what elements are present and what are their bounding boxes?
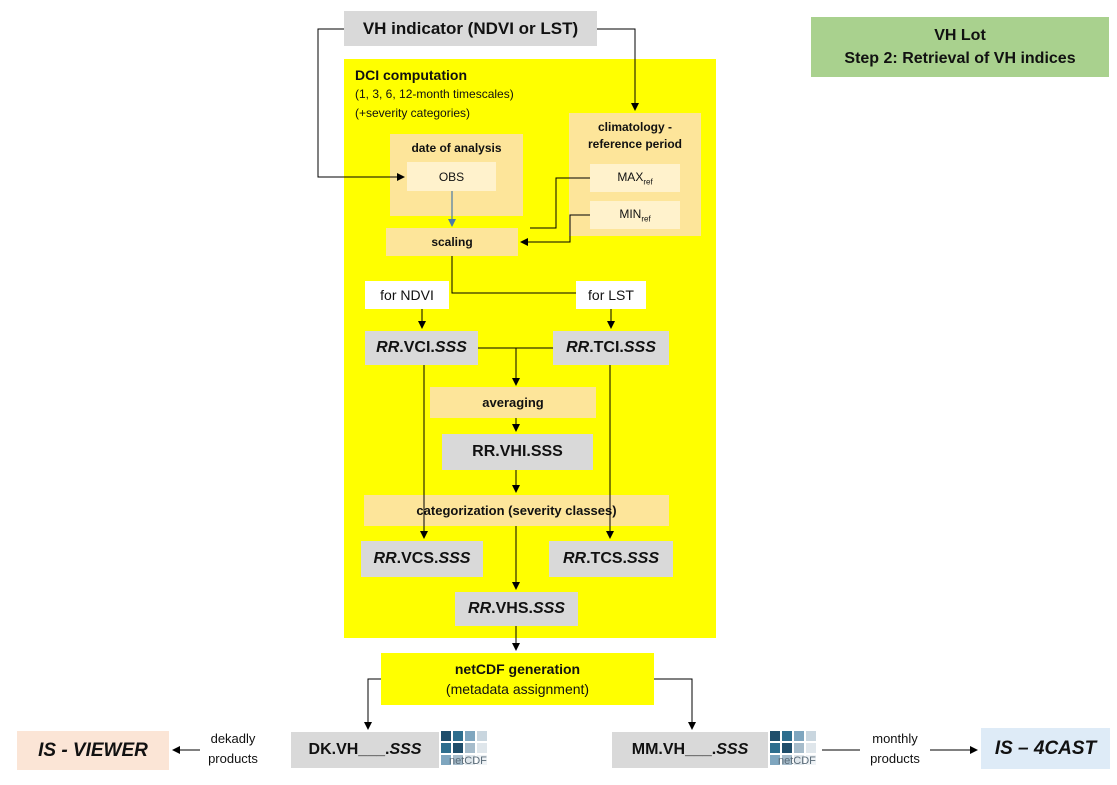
tci-box: RR.TCI.SSS	[553, 331, 669, 365]
dci-severity: (+severity categories)	[355, 106, 471, 120]
obs-label: OBS	[438, 169, 465, 184]
input-indicator-label: VH indicator (NDVI or LST)	[362, 18, 579, 38]
obs-box: OBS	[407, 162, 496, 191]
vhs-box: RR.VHS.SSS	[455, 592, 578, 626]
mm-netcdf-logo-grid	[770, 731, 822, 765]
dk-product-label: DK.VH___.SSS	[308, 741, 422, 758]
averaging-box: averaging	[430, 387, 596, 418]
climatology-title-line1: climatology -	[597, 120, 672, 134]
header-step: Step 2: Retrieval of VH indices	[844, 50, 1076, 67]
line-scaling-split	[451, 256, 576, 294]
climatology-title-line2: reference period	[587, 137, 683, 151]
for-ndvi-box: for NDVI	[365, 281, 449, 309]
is-viewer-label: IS - VIEWER	[38, 739, 148, 761]
dci-timescales: (1, 3, 6, 12-month timescales)	[355, 87, 514, 101]
date-of-analysis-title: date of analysis	[411, 141, 502, 155]
mm-product-box: MM.VH___.SSS	[612, 732, 768, 768]
vcs-box: RR.VCS.SSS	[361, 541, 483, 577]
for-lst-label: for LST	[588, 287, 634, 303]
min-ref-box: MINref	[590, 201, 680, 229]
mm-netcdf-logo: netCDF	[770, 731, 822, 771]
dekadly-products-label: dekadly products	[208, 731, 258, 766]
min-ref-label: MINref	[619, 206, 651, 224]
vcs-label: RR.VCS.SSS	[373, 550, 471, 567]
is-4cast-label: IS – 4CAST	[994, 737, 1097, 759]
mm-product-label: MM.VH___.SSS	[631, 741, 749, 758]
arrow-input-to-climatology	[597, 28, 639, 111]
dk-product-box: DK.VH___.SSS	[291, 732, 439, 768]
netcdf-generation-subtitle: (metadata assignment)	[445, 681, 590, 697]
dci-title: DCI computation	[355, 67, 467, 83]
categorization-box: categorization (severity classes)	[364, 495, 669, 526]
dk-netcdf-logo: netCDF	[441, 731, 493, 771]
for-lst-box: for LST	[576, 281, 646, 309]
dk-netcdf-logo-text: netCDF	[449, 755, 487, 767]
scaling-box: scaling	[386, 228, 518, 256]
vhs-label: RR.VHS.SSS	[468, 600, 565, 617]
vhi-box: RR.VHI.SSS	[442, 434, 593, 470]
categorization-label: categorization (severity classes)	[416, 503, 617, 518]
climatology-title: climatology - reference period	[569, 119, 701, 153]
max-ref-label: MAXref	[617, 169, 653, 187]
arrow-max-to-scaling	[530, 177, 590, 229]
tcs-label: RR.TCS.SSS	[562, 550, 659, 567]
header-box: VH Lot Step 2: Retrieval of VH indices	[811, 17, 1109, 77]
for-ndvi-label: for NDVI	[380, 287, 434, 303]
tci-label: RR.TCI.SSS	[566, 339, 656, 356]
input-indicator-box: VH indicator (NDVI or LST)	[344, 11, 597, 46]
arrow-netcdf-to-mm	[654, 678, 696, 730]
dk-netcdf-logo-grid	[441, 731, 493, 765]
max-ref-box: MAXref	[590, 164, 680, 192]
averaging-label: averaging	[482, 395, 544, 410]
is-4cast-box: IS – 4CAST	[981, 728, 1110, 769]
header-lot: VH Lot	[934, 27, 986, 44]
mm-netcdf-logo-text: netCDF	[778, 755, 816, 767]
arrow-input-to-obs	[317, 28, 405, 181]
tcs-box: RR.TCS.SSS	[549, 541, 673, 577]
arrow-min-to-scaling	[520, 214, 590, 246]
vci-label: RR.VCI.SSS	[376, 339, 467, 356]
arrow-netcdf-to-dk	[364, 678, 381, 730]
is-viewer-box: IS - VIEWER	[17, 731, 169, 770]
vhi-label: RR.VHI.SSS	[472, 443, 563, 460]
netcdf-generation-title: netCDF generation	[454, 661, 581, 677]
netcdf-generation-box: netCDF generation (metadata assignment)	[381, 653, 654, 705]
monthly-products-label: monthly products	[870, 731, 920, 766]
vci-box: RR.VCI.SSS	[365, 331, 478, 365]
scaling-label: scaling	[431, 235, 473, 249]
